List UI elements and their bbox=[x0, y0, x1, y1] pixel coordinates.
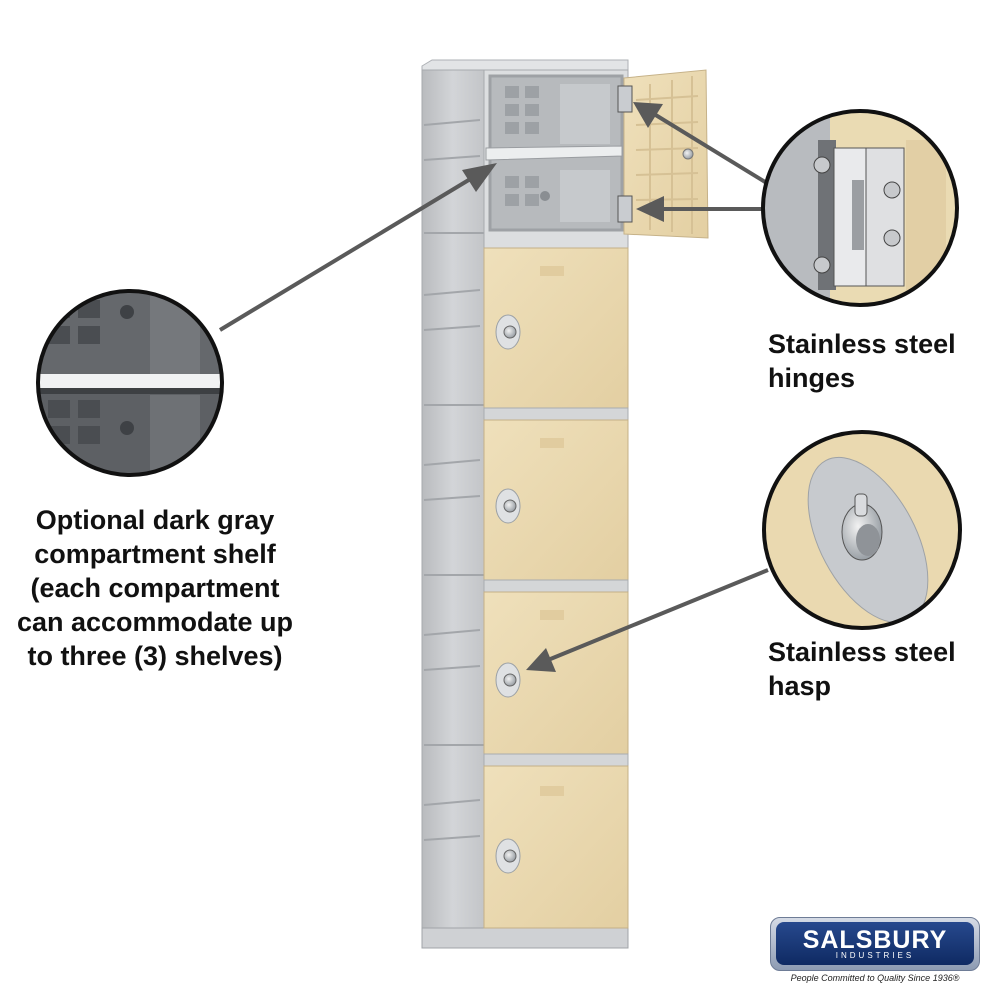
hasp-detail-inset bbox=[762, 430, 962, 630]
shelf-caption-line: Optional dark gray bbox=[35, 505, 275, 535]
logo-badge: SALSBURY INDUSTRIES bbox=[770, 917, 980, 971]
shelf-detail-inset bbox=[36, 289, 224, 477]
callout-arrows bbox=[218, 102, 772, 672]
open-compartment bbox=[485, 74, 624, 232]
compartment-shelf bbox=[485, 145, 623, 161]
hinge-detail-inset bbox=[761, 109, 959, 307]
shelf-arrow bbox=[218, 176, 474, 332]
top-hinge bbox=[617, 85, 633, 113]
hasp-caption-line: hasp bbox=[768, 671, 832, 701]
hasp-arrow bbox=[547, 568, 769, 662]
hasp-caption: Stainless steel hasp bbox=[768, 635, 988, 703]
hinges-caption-line: hinges bbox=[768, 363, 856, 393]
locker-doors bbox=[483, 247, 629, 929]
shelf-caption: Optional dark gray compartment shelf (ea… bbox=[0, 503, 310, 673]
shelf-caption-line: compartment shelf bbox=[34, 539, 276, 569]
locker-door bbox=[483, 247, 629, 409]
locker-column bbox=[421, 59, 709, 949]
logo-name: SALSBURY bbox=[802, 926, 948, 954]
shelf-caption-line: can accommodate up bbox=[16, 607, 294, 637]
hinges-caption: Stainless steel hinges bbox=[768, 327, 988, 395]
bottom-hinge bbox=[617, 195, 633, 223]
hinges-caption-line: Stainless steel bbox=[768, 329, 956, 359]
logo-tagline: People Committed to Quality Since 1936® bbox=[790, 973, 960, 983]
shelf-caption-line: (each compartment bbox=[30, 573, 280, 603]
locker-door bbox=[483, 591, 629, 755]
shelf-caption-line: to three (3) shelves) bbox=[27, 641, 283, 671]
hasp-caption-line: Stainless steel bbox=[768, 637, 956, 667]
logo-subtitle: INDUSTRIES bbox=[835, 951, 915, 960]
hinge-arrow-top bbox=[652, 112, 772, 187]
logo-inner: SALSBURY INDUSTRIES bbox=[776, 922, 974, 965]
locker-door bbox=[483, 419, 629, 581]
locker-door bbox=[483, 765, 629, 929]
salsbury-logo: SALSBURY INDUSTRIES People Committed to … bbox=[770, 917, 980, 989]
